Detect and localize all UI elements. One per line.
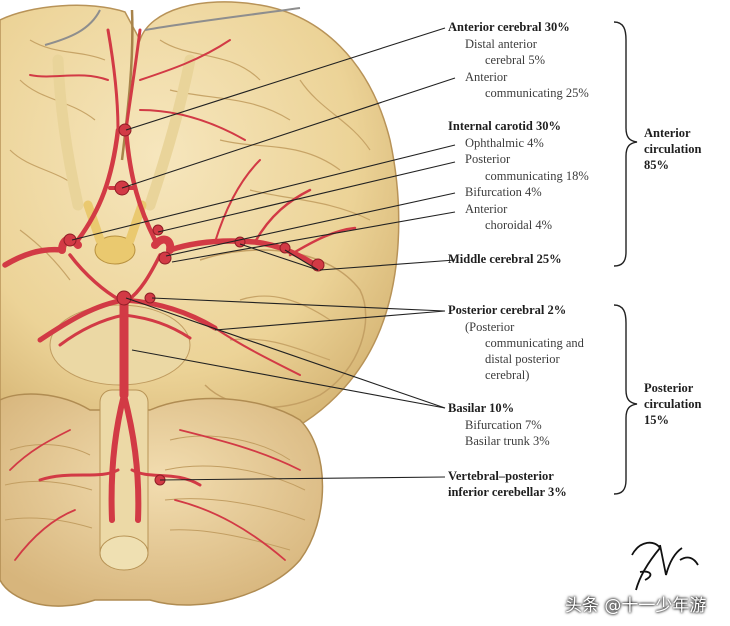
aca-branch — [139, 109, 246, 141]
label-pc-note: distal posterior — [485, 352, 560, 366]
watermark: 头条 @十一少年游 — [565, 596, 707, 616]
distal-aca — [106, 28, 120, 132]
label-basilar-bifurcation: Bifurcation 7% — [465, 418, 542, 432]
label-vertebral: inferior cerebellar 3% — [448, 485, 567, 499]
retractor — [44, 9, 101, 46]
label-pc-note: (Posterior — [465, 320, 515, 334]
posterior-communicating — [68, 253, 122, 302]
mca-branch — [253, 188, 312, 244]
label-internal-carotid: Internal carotid 30% — [448, 119, 561, 133]
longitudinal-fissure — [120, 9, 134, 161]
aca-branch — [29, 74, 109, 81]
label-vertebral: Vertebral–posterior — [448, 469, 554, 483]
label-posterior-cerebral: Posterior cerebral 2% — [448, 303, 567, 317]
label-bifurcation-ic: Bifurcation 4% — [465, 185, 542, 199]
cerebellar-branch — [14, 509, 76, 561]
mca-branch — [214, 159, 261, 243]
cerebellar-branch — [174, 499, 286, 561]
label-posterior-communicating: Posterior — [465, 152, 511, 166]
posterior-cerebral-artery — [37, 297, 127, 343]
label-anterior-communicating: Anterior — [465, 70, 508, 84]
pica — [130, 468, 202, 487]
pica — [38, 468, 120, 482]
label-pc-note: communicating and — [485, 336, 584, 350]
cerebellum — [0, 393, 324, 607]
cerebellar-folia — [4, 435, 306, 551]
label-basilar: Basilar 10% — [448, 401, 515, 415]
label-anterior-choroidal: choroidal 4% — [485, 218, 552, 232]
label-posterior-communicating: communicating 18% — [485, 169, 589, 183]
label-anterior-choroidal: Anterior — [465, 202, 508, 216]
superior-cerebellar-artery — [58, 313, 126, 347]
vertebral-artery — [108, 392, 127, 523]
middle-cerebral-artery — [2, 246, 65, 268]
artist-signature — [631, 541, 699, 591]
mca-branch — [288, 226, 357, 257]
anterior-cerebral-artery — [75, 127, 121, 243]
label-distal-anterior: cerebral 5% — [485, 53, 546, 67]
spinal-cord-section — [99, 535, 149, 571]
label-distal-anterior: Distal anterior — [465, 37, 537, 51]
retractor — [144, 7, 301, 31]
group-posterior-circulation: circulation — [644, 397, 702, 411]
label-middle-cerebral: Middle cerebral 25% — [448, 252, 562, 266]
group-anterior-circulation: 85% — [644, 158, 669, 172]
cerebellar-branch — [9, 429, 71, 471]
label-ophthalmic: Ophthalmic 4% — [465, 136, 544, 150]
posterior-bracket — [613, 304, 638, 495]
optic-chiasm — [94, 235, 136, 265]
pca-branch — [214, 327, 301, 376]
label-anterior-cerebral: Anterior cerebral 30% — [448, 20, 570, 34]
olfactory-tract — [52, 54, 84, 211]
group-posterior-circulation: 15% — [644, 413, 669, 427]
vertebral-artery — [121, 392, 142, 523]
distal-aca — [124, 28, 142, 132]
anterior-bracket — [613, 21, 638, 267]
olfactory-tract — [144, 54, 196, 211]
cerebellar-branch — [179, 429, 301, 471]
group-anterior-circulation: Anterior — [644, 126, 691, 140]
leader-lines — [71, 27, 456, 481]
aneurysm-markers — [63, 123, 325, 486]
superior-cerebellar-artery — [122, 313, 192, 340]
label-anterior-communicating: communicating 25% — [485, 86, 589, 100]
aca-branch — [139, 39, 231, 81]
group-posterior-circulation: Posterior — [644, 381, 694, 395]
anterior-cerebral-artery — [123, 127, 158, 243]
label-pc-note: cerebral) — [485, 368, 530, 382]
label-basilar-trunk: Basilar trunk 3% — [465, 434, 550, 448]
group-anterior-circulation: circulation — [644, 142, 702, 156]
